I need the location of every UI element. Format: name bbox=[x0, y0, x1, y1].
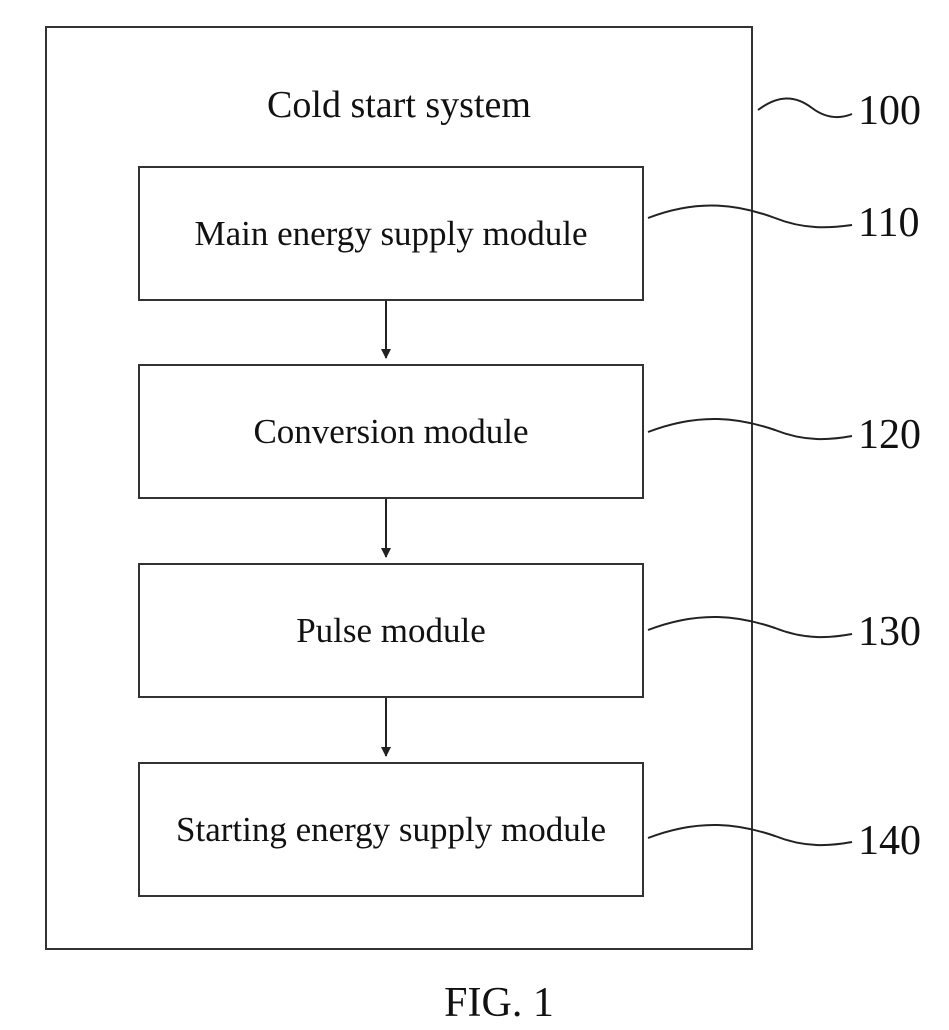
leader-line-140 bbox=[648, 825, 852, 845]
figure-caption: FIG. 1 bbox=[0, 978, 949, 1028]
ref-label-120: 120 bbox=[858, 410, 921, 460]
ref-label-130: 130 bbox=[858, 607, 921, 657]
ref-label-100: 100 bbox=[858, 86, 921, 136]
ref-label-110: 110 bbox=[858, 198, 919, 248]
leader-line-120 bbox=[648, 419, 852, 439]
leader-line-110 bbox=[648, 205, 852, 227]
leader-line-100 bbox=[758, 98, 852, 117]
ref-label-140: 140 bbox=[858, 816, 921, 866]
leader-line-130 bbox=[648, 617, 852, 637]
